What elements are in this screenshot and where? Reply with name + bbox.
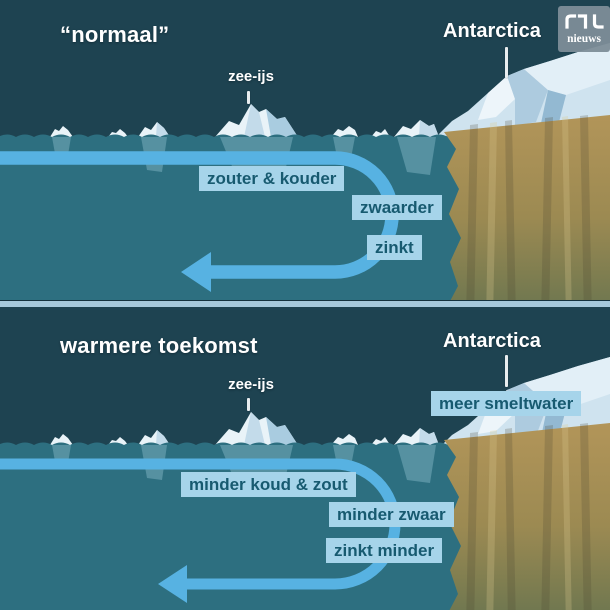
logo-letter-t xyxy=(577,14,588,29)
flow-badge-sinks: zinkt xyxy=(367,235,422,260)
logo-letter-l xyxy=(592,14,604,29)
antarctica-pointer-line xyxy=(505,47,508,78)
sea-ice-icebergs xyxy=(50,104,439,137)
flow-badge-sinks-less: zinkt minder xyxy=(326,538,443,563)
sea-ice-icebergs xyxy=(50,412,439,445)
panel-warm: warmere toekomst zee-ijs Antarctica meer… xyxy=(0,307,610,610)
antarctica-pointer-line xyxy=(505,355,508,387)
panel-title-warm: warmere toekomst xyxy=(60,333,258,358)
panel-divider xyxy=(0,300,610,307)
logo-letter-r xyxy=(565,14,577,29)
rtl-logo-mark: nieuws xyxy=(565,14,604,45)
flow-badge-less-cold-salt: minder koud & zout xyxy=(181,472,356,497)
antarctica-rock xyxy=(444,423,610,610)
antarctica-rock xyxy=(444,115,610,307)
flow-badge-less-heavy: minder zwaar xyxy=(329,502,454,527)
meltwater-badge: meer smeltwater xyxy=(431,391,582,416)
antarctica-label: Antarctica xyxy=(443,330,541,352)
sea-ice-pointer-line xyxy=(247,398,250,411)
logo-sub-text: nieuws xyxy=(567,33,601,45)
rtl-nieuws-logo: nieuws xyxy=(558,6,610,52)
panel-title-normal: “normaal” xyxy=(60,22,170,47)
flow-badge-heavier: zwaarder xyxy=(352,195,442,220)
sea-ice-label: zee-ijs xyxy=(228,68,274,85)
panel-normal: “normaal” zee-ijs Antarctica nieuws zout… xyxy=(0,6,610,307)
flow-badge-salt-cold: zouter & kouder xyxy=(199,166,345,191)
sea-ice-label: zee-ijs xyxy=(228,376,274,393)
antarctica-label: Antarctica xyxy=(443,20,541,42)
sea-ice-pointer-line xyxy=(247,91,250,104)
